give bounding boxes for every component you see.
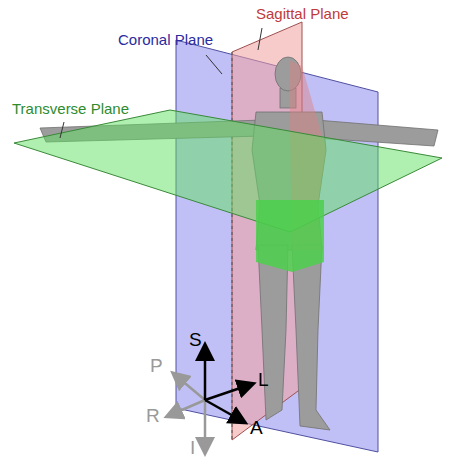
plane-label: Coronal Plane — [118, 32, 213, 49]
axis-letter: A — [250, 418, 263, 439]
pelvis-region — [256, 200, 324, 272]
transverse-plane — [14, 110, 442, 232]
axis-letter: L — [258, 370, 269, 391]
right-leg — [292, 245, 330, 430]
plane-label: Sagittal Plane — [256, 6, 349, 23]
plane-label: Transverse Plane — [12, 101, 129, 118]
axis-arrows — [168, 346, 252, 452]
axis-letter: S — [189, 330, 202, 351]
leader-line — [258, 28, 262, 50]
left-leg — [258, 245, 288, 420]
leader-line — [206, 55, 222, 74]
axis-letter: P — [150, 356, 163, 377]
axis-letter: R — [146, 406, 160, 427]
plane-edge — [232, 52, 233, 440]
axis-letter: I — [190, 438, 195, 459]
leader-line — [60, 122, 64, 138]
